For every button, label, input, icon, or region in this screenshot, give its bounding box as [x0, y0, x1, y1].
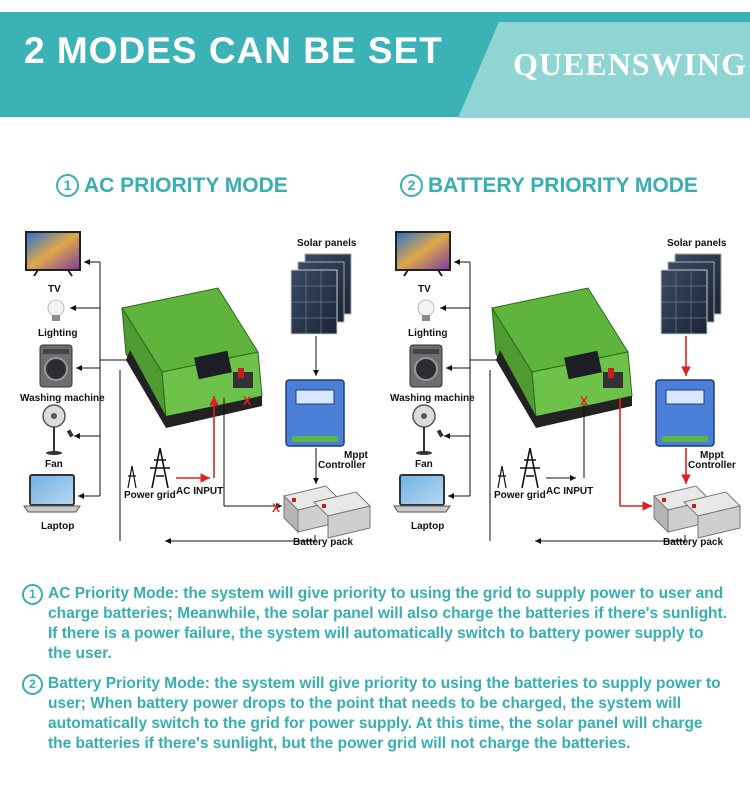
label-ac-input: AC INPUT [176, 486, 224, 497]
label-lighting: Lighting [38, 328, 78, 339]
label-laptop: Laptop [411, 521, 445, 532]
label-fan: Fan [45, 459, 63, 470]
diagram-mode-1: X X [23, 231, 371, 544]
mode-1-number: 1 [56, 174, 79, 197]
mode-2-title-text: BATTERY PRIORITY MODE [428, 174, 698, 197]
svg-text:X: X [243, 394, 251, 408]
svg-text:X: X [272, 501, 280, 515]
label-lighting: Lighting [408, 328, 448, 339]
label-battery-pack: Battery pack [663, 537, 724, 548]
label-solar-panels: Solar panels [297, 238, 357, 249]
page-title: 2 MODES CAN BE SET [24, 30, 443, 71]
description-2-number: 2 [22, 674, 43, 695]
label-ac-input: AC INPUT [546, 486, 594, 497]
label-controller: Controller [688, 460, 736, 471]
label-tv: TV [48, 284, 61, 295]
label-washing-machine: Washing machine [20, 393, 105, 404]
mode-1-title-text: AC PRIORITY MODE [84, 174, 288, 197]
description-1-text: AC Priority Mode: the system will give p… [48, 585, 727, 662]
label-laptop: Laptop [41, 521, 75, 532]
label-washing-machine: Washing machine [390, 393, 475, 404]
brand-badge [458, 22, 750, 118]
header-banner: 2 MODES CAN BE SET QUEENSWING [0, 0, 750, 122]
label-mppt: Mppt [344, 450, 368, 461]
label-controller: Controller [318, 460, 366, 471]
brand-logo-text: QUEENSWING [513, 46, 748, 82]
label-solar-panels: Solar panels [667, 238, 727, 249]
description-2-text: Battery Priority Mode: the system will g… [48, 675, 721, 752]
description-ac-priority: 1 AC Priority Mode: the system will give… [22, 584, 727, 664]
label-battery-pack: Battery pack [293, 537, 354, 548]
label-power-grid: Power grid [124, 490, 176, 501]
description-1-number: 1 [22, 584, 43, 605]
label-tv: TV [418, 284, 431, 295]
mode-2-number: 2 [400, 174, 423, 197]
svg-text:X: X [580, 394, 588, 408]
label-power-grid: Power grid [494, 490, 546, 501]
label-fan: Fan [415, 459, 433, 470]
label-mppt: Mppt [700, 450, 724, 461]
description-battery-priority: 2 Battery Priority Mode: the system will… [22, 674, 722, 774]
diagram-mode-2: X [393, 231, 741, 544]
